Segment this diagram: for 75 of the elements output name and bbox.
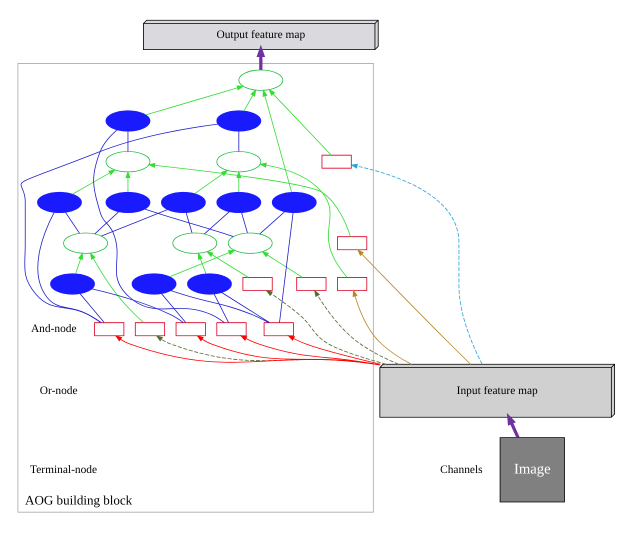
node-ellipse	[272, 192, 317, 214]
arrow	[206, 251, 249, 278]
node-ellipse	[216, 151, 262, 172]
connector	[214, 294, 229, 323]
arrow	[169, 250, 236, 278]
connector	[37, 212, 102, 323]
node-ellipse	[106, 151, 150, 172]
arrow	[196, 335, 380, 366]
arrow	[148, 162, 351, 237]
connector	[221, 292, 270, 323]
connector	[80, 293, 105, 323]
connector	[94, 211, 120, 234]
node-box	[296, 277, 326, 291]
arrow	[261, 251, 303, 278]
connector	[144, 208, 234, 237]
node-box	[322, 154, 352, 169]
node-ellipse	[216, 192, 262, 214]
connector	[238, 130, 240, 152]
connector	[241, 212, 248, 234]
arrow	[268, 88, 332, 156]
arrow	[356, 249, 472, 365]
connector	[186, 212, 192, 234]
connector	[92, 288, 184, 323]
node-box	[242, 277, 273, 291]
node-ellipse	[132, 273, 176, 295]
legend-label: And-node	[30, 323, 77, 336]
node-ellipse	[187, 273, 232, 295]
arrow	[259, 162, 348, 278]
arrow	[262, 89, 292, 193]
node-box	[337, 236, 368, 250]
arrow	[265, 290, 387, 365]
node-box	[216, 322, 247, 336]
connector	[259, 211, 286, 234]
legend-label: Or-node	[40, 384, 78, 397]
node-ellipse	[216, 110, 262, 132]
node-ellipse	[228, 232, 273, 254]
arrow	[287, 335, 381, 365]
arrow	[72, 169, 116, 194]
node-box	[94, 322, 124, 336]
connector	[20, 124, 218, 323]
arrow	[145, 86, 244, 116]
connector	[93, 129, 225, 323]
arrow	[256, 44, 266, 70]
arrow	[90, 252, 144, 323]
arrow	[198, 252, 206, 274]
node-ellipse	[106, 192, 150, 214]
arrow	[244, 89, 256, 112]
node-box	[176, 322, 206, 336]
connector	[161, 293, 186, 323]
node-ellipse	[160, 192, 206, 214]
arrow	[506, 412, 520, 438]
connector	[101, 209, 168, 236]
node-box: Image	[500, 437, 565, 502]
node-ellipse	[106, 110, 150, 132]
node-ellipse	[63, 232, 108, 254]
arrow	[114, 335, 380, 366]
connector	[204, 211, 230, 234]
arrow	[125, 170, 131, 193]
arrow	[350, 164, 482, 364]
node-box	[337, 277, 368, 291]
arrow	[352, 289, 412, 365]
connector	[65, 212, 80, 234]
node-ellipse	[37, 192, 82, 214]
legend-label: Terminal-node	[30, 464, 98, 476]
arrow	[240, 335, 380, 366]
node-ellipse	[50, 273, 95, 295]
arrow	[314, 290, 400, 365]
node-ellipse	[238, 70, 284, 91]
arrow	[75, 252, 83, 274]
node-box	[134, 322, 166, 336]
node-ellipse	[172, 232, 218, 254]
label: Channels	[440, 464, 483, 476]
connector	[279, 212, 294, 323]
node-box	[264, 322, 294, 336]
connector	[170, 290, 270, 324]
